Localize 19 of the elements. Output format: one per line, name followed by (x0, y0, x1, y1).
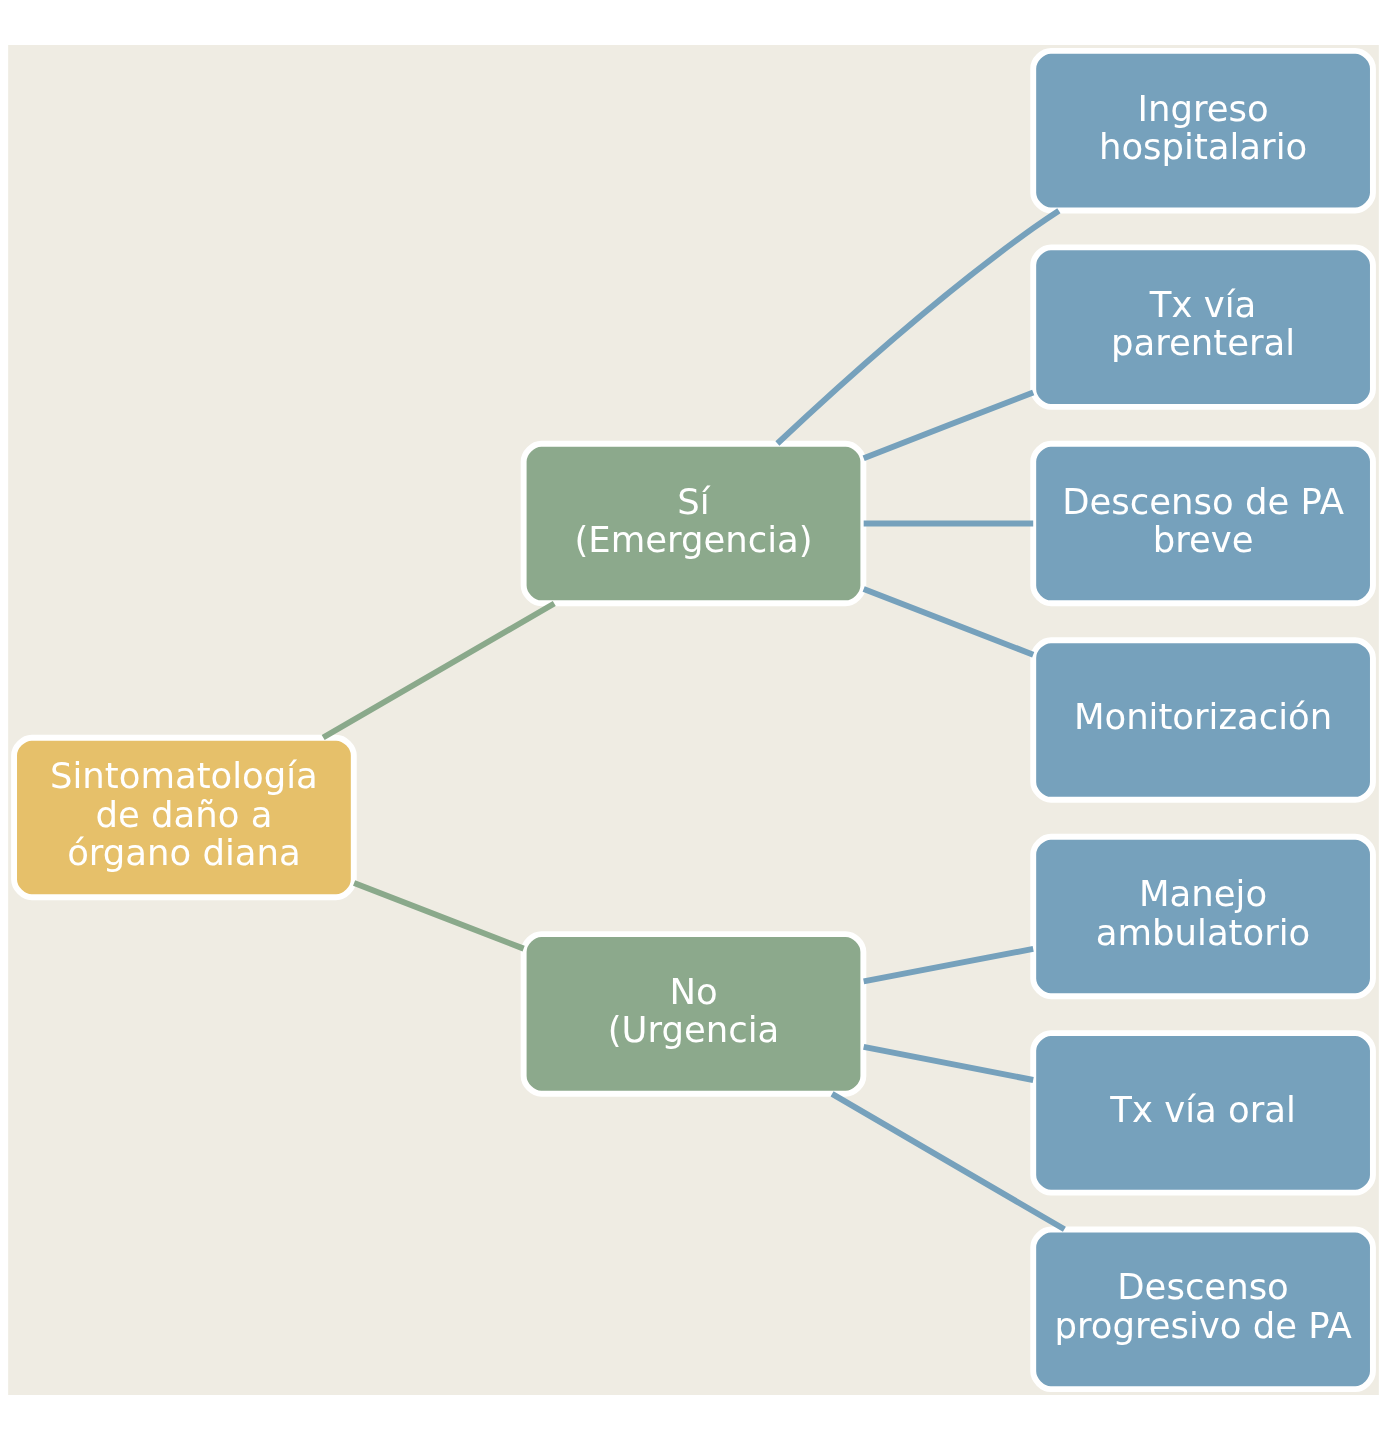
connector (862, 586, 1035, 658)
node-box: No (Urgencia (520, 931, 867, 1097)
node-box: Manejo ambulatorio (1030, 833, 1376, 1000)
connector (830, 1091, 1066, 1232)
node-box: Descenso progresivo de PA (1030, 1226, 1376, 1393)
connector (862, 389, 1035, 461)
connector (321, 600, 556, 741)
node-box: Ingreso hospitalario (1030, 47, 1376, 214)
node-box: Tx vía oral (1030, 1030, 1376, 1196)
node-box: Sintomatología de daño a órgano diana (11, 734, 357, 901)
node-box: Sí (Emergencia) (520, 440, 867, 607)
connector (863, 520, 1034, 527)
connector (863, 945, 1034, 985)
connector (775, 208, 1061, 446)
connector (863, 1043, 1034, 1083)
node-box: Descenso de PA breve (1030, 440, 1376, 607)
node-box: Monitorización (1030, 637, 1376, 803)
connector (353, 880, 525, 952)
node-box: Tx vía parenteral (1030, 244, 1376, 410)
